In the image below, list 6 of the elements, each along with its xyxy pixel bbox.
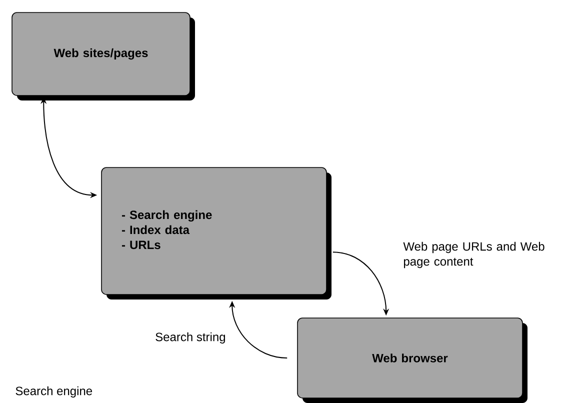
process-box: - Search engine - Index data - URLs	[101, 167, 332, 300]
process-box: Web sites/pages	[12, 12, 195, 100]
edge-label: Web page URLs and Web page content	[403, 242, 544, 268]
edge-label: Search string	[156, 332, 225, 344]
process-box: Web browser	[297, 318, 528, 403]
caption: Search engine	[16, 386, 92, 398]
